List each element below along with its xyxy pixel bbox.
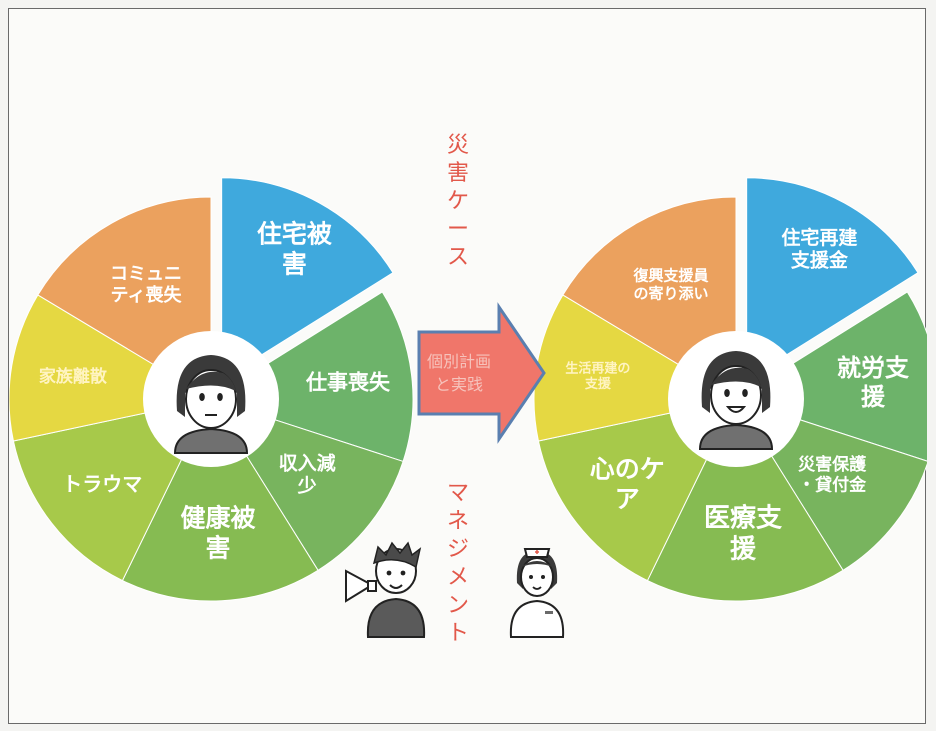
arrow-label-line-1: 個別計画 [427,352,491,371]
right-segment-4-label: 援 [730,535,757,565]
vertical-char: ー [447,217,469,242]
right-segment-3-label: ・貸付金 [798,474,867,495]
right-segment-7-label: の寄り添い [633,284,708,302]
right-segment-3-label: 災害保護 [798,454,867,475]
megaphone-person-icon [345,541,426,638]
vertical-char: メ [447,565,469,590]
vertical-char: ン [447,593,469,618]
right-segment-2-label: 援 [861,383,886,411]
right-segment-1-label: 住宅再建 [781,226,857,249]
right-segment-4 [646,397,844,602]
right-segment-2-label: 就労支 [837,354,910,382]
right-segment-6-label: 支援 [584,376,612,392]
left-segment-1 [221,177,394,381]
left-segment-3-label: 少 [297,475,317,497]
left-segment-7-label: コミュニ [110,264,182,285]
right-segment-6-label: 生活再建の [565,361,630,377]
arrow-label-line-2: と実践 [435,375,483,394]
left-segment-4-label: 健康被 [181,504,256,533]
left-segment-1-label: 住宅被 [257,219,332,248]
right-segment-5-label: 心のケ [590,455,665,484]
left-segment-3-label: 収入減 [279,451,336,474]
right-segment-5-label: ア [615,485,640,514]
vertical-char: ト [447,621,469,646]
vertical-char: 害 [447,161,469,186]
smiling-person-icon [698,351,774,450]
vertical-char: 災 [447,133,469,158]
diagram-frame: 住宅被害仕事喪失収入減少健康被害トラウマ家族離散コミュニティ喪失 住宅再建支援金… [8,8,927,724]
left-segment-2-label: 仕事喪失 [305,371,391,395]
right-segment-1-label: 支援金 [790,249,849,272]
right-segment-7-label: 復興支援員 [632,266,708,284]
vertical-char: ケ [447,189,469,214]
right-segment-2 [734,291,927,462]
right-segment-4-label: 医療支 [704,503,782,533]
left-segment-1-label: 害 [282,249,307,278]
left-segment-7-label: ティ喪失 [111,284,183,306]
worried-person-icon [173,355,249,454]
left-segment-4-label: 害 [206,534,231,563]
vertical-char: ネ [447,509,469,534]
left-segment-5-label: トラウマ [62,472,142,496]
vertical-char: ジ [447,537,469,562]
right-segment-1 [746,177,919,381]
left-segment-2 [209,291,414,463]
nurse-icon [509,548,565,638]
arrow: 個別計画 と実践 [417,302,546,444]
left-segment-6-label: 家族離散 [39,366,108,387]
left-segment-4 [121,397,319,602]
vertical-char: ス [447,245,469,270]
vertical-char: マ [447,481,469,506]
